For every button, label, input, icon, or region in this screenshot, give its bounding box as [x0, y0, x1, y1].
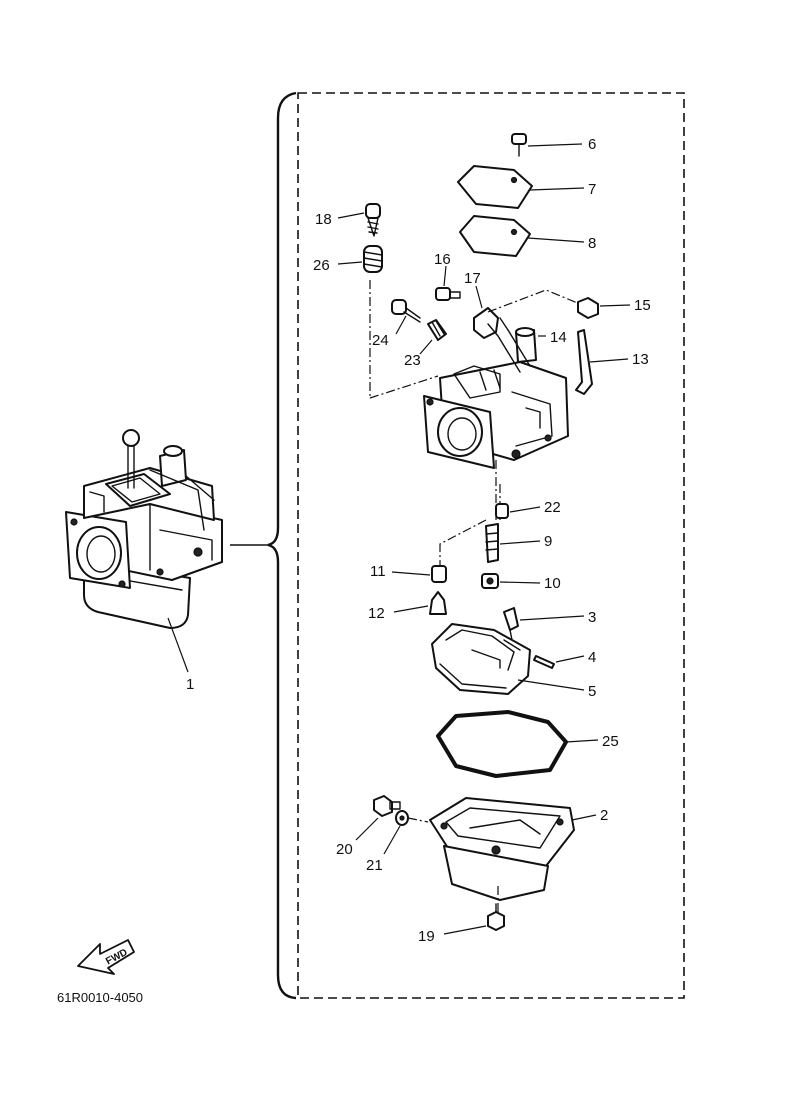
part-label-21: 21	[366, 857, 383, 874]
drawing-code: 61R0010-4050	[57, 990, 143, 1005]
part-label-14: 14	[550, 329, 567, 346]
part-2-float-chamber	[429, 797, 575, 901]
part-label-1: 1	[186, 676, 194, 693]
part-label-2: 2	[600, 807, 608, 824]
part-label-11: 11	[370, 563, 386, 580]
part-4-pin	[533, 655, 555, 669]
part-14-fitting	[515, 327, 537, 363]
part-label-17: 17	[464, 270, 481, 287]
part-label-16: 16	[434, 251, 451, 268]
part-20-drain-screw	[373, 795, 401, 817]
part-22-jet	[495, 503, 509, 519]
part-label-23: 23	[404, 352, 421, 369]
part-17-bracket	[473, 307, 499, 339]
part-7-plate	[457, 165, 533, 209]
part-10-main-jet	[481, 573, 499, 589]
part-label-20: 20	[336, 841, 353, 858]
part-8-gasket	[459, 215, 531, 257]
part-label-22: 22	[544, 499, 561, 516]
part-label-9: 9	[544, 533, 552, 550]
part-label-15: 15	[634, 297, 651, 314]
part-label-13: 13	[632, 351, 649, 368]
part-label-24: 24	[372, 332, 389, 349]
fwd-arrow-icon: FWD	[77, 939, 135, 975]
part-15-nut	[577, 297, 599, 319]
part-label-26: 26	[313, 257, 330, 274]
part-13-rod	[575, 329, 593, 395]
assembly-frame	[230, 91, 685, 1000]
part-18-screw	[365, 203, 381, 237]
part-5-float	[431, 623, 531, 695]
part-label-19: 19	[418, 928, 435, 945]
part-label-10: 10	[544, 575, 561, 592]
part-label-12: 12	[368, 605, 385, 622]
part-23-spring	[427, 319, 447, 341]
part-label-6: 6	[588, 136, 596, 153]
part-9-nozzle	[485, 523, 499, 563]
part-16-screw	[435, 287, 461, 301]
part-label-5: 5	[588, 683, 596, 700]
part-26-spring	[363, 245, 383, 273]
part-24-pilot-screw	[391, 299, 421, 323]
carburetor-assembly	[65, 429, 223, 629]
part-label-18: 18	[315, 211, 332, 228]
part-11-pilot-jet	[431, 565, 447, 583]
part-3-needle-valve	[503, 607, 519, 641]
part-25-gasket	[436, 710, 568, 778]
part-6-screw	[511, 133, 527, 157]
part-19-screw	[487, 903, 505, 931]
part-label-8: 8	[588, 235, 596, 252]
part-label-3: 3	[588, 609, 596, 626]
part-label-25: 25	[602, 733, 619, 750]
carburetor-body	[423, 317, 569, 469]
part-label-7: 7	[588, 181, 596, 198]
part-21-washer	[395, 810, 409, 826]
part-label-4: 4	[588, 649, 596, 666]
part-12-plug	[429, 591, 447, 615]
